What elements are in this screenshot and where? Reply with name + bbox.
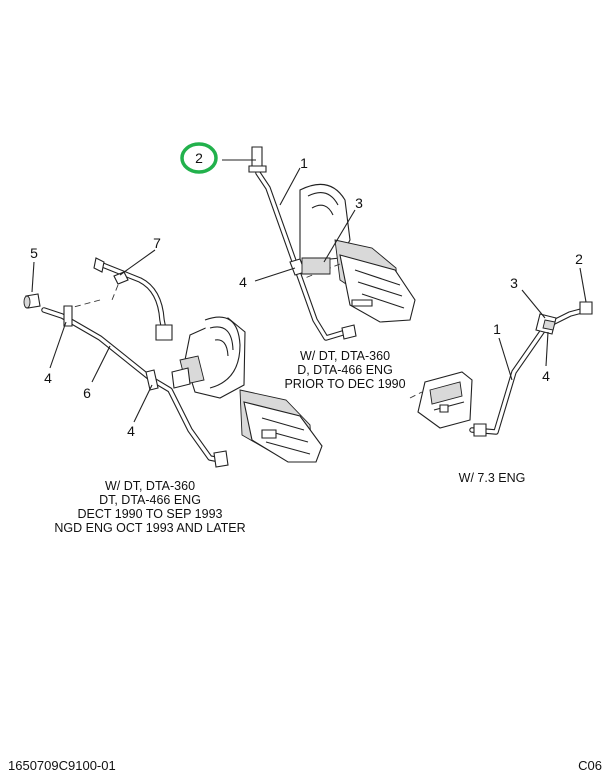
- view-3-leaders: [498, 267, 587, 381]
- callout-4-left[interactable]: 4: [44, 370, 52, 386]
- view-2-tube: [41, 305, 229, 468]
- view-2-plug: [23, 261, 41, 309]
- view-3-engine-fragment: [409, 371, 473, 429]
- view-1-leaders: [222, 159, 356, 282]
- view-3: 1 3 2 4 W/ 7.3 ENG: [409, 251, 593, 485]
- callout-6[interactable]: 6: [83, 385, 91, 401]
- callout-2[interactable]: 2: [195, 150, 203, 166]
- view-2-leaders: [49, 249, 156, 423]
- callout-3[interactable]: 3: [355, 195, 363, 211]
- view-2-turbo: [171, 316, 323, 463]
- callout-1[interactable]: 1: [493, 321, 501, 337]
- callout-5[interactable]: 5: [30, 245, 38, 261]
- view-2-caption-line-2: DT, DTA-466 ENG: [99, 493, 201, 507]
- view-1-caption-line-1: W/ DT, DTA-360: [300, 349, 390, 363]
- view-2-caption-line-4: NGD ENG OCT 1993 AND LATER: [54, 521, 245, 535]
- view-1: 2 1 3 4 W/ DT, DTA-360 D, DTA-466 ENG PR…: [180, 142, 416, 391]
- view-1-tube: [248, 146, 357, 341]
- view-1-caption-line-2: D, DTA-466 ENG: [297, 363, 393, 377]
- callout-3[interactable]: 3: [510, 275, 518, 291]
- callout-4-lower[interactable]: 4: [127, 423, 135, 439]
- drawing-number: 1650709C9100-01: [8, 758, 116, 773]
- callout-4[interactable]: 4: [239, 274, 247, 290]
- callout-1[interactable]: 1: [300, 155, 308, 171]
- view-2: 5 7 4 6 4 W/ DT, DTA-360 DT, DTA-466 ENG…: [23, 235, 323, 535]
- view-3-caption: W/ 7.3 ENG: [459, 471, 526, 485]
- view-2-caption-line-3: DECT 1990 TO SEP 1993: [77, 507, 222, 521]
- sheet-number: C06: [578, 758, 602, 773]
- view-2-caption-line-1: W/ DT, DTA-360: [105, 479, 195, 493]
- view-2-elbow: [69, 257, 173, 341]
- view-3-tube: [469, 301, 593, 437]
- view-1-engine-housing: [299, 183, 416, 323]
- callout-2[interactable]: 2: [575, 251, 583, 267]
- callout-4[interactable]: 4: [542, 368, 550, 384]
- callout-7[interactable]: 7: [153, 235, 161, 251]
- view-1-caption-line-3: PRIOR TO DEC 1990: [284, 377, 405, 391]
- highlight-ring: [180, 142, 218, 174]
